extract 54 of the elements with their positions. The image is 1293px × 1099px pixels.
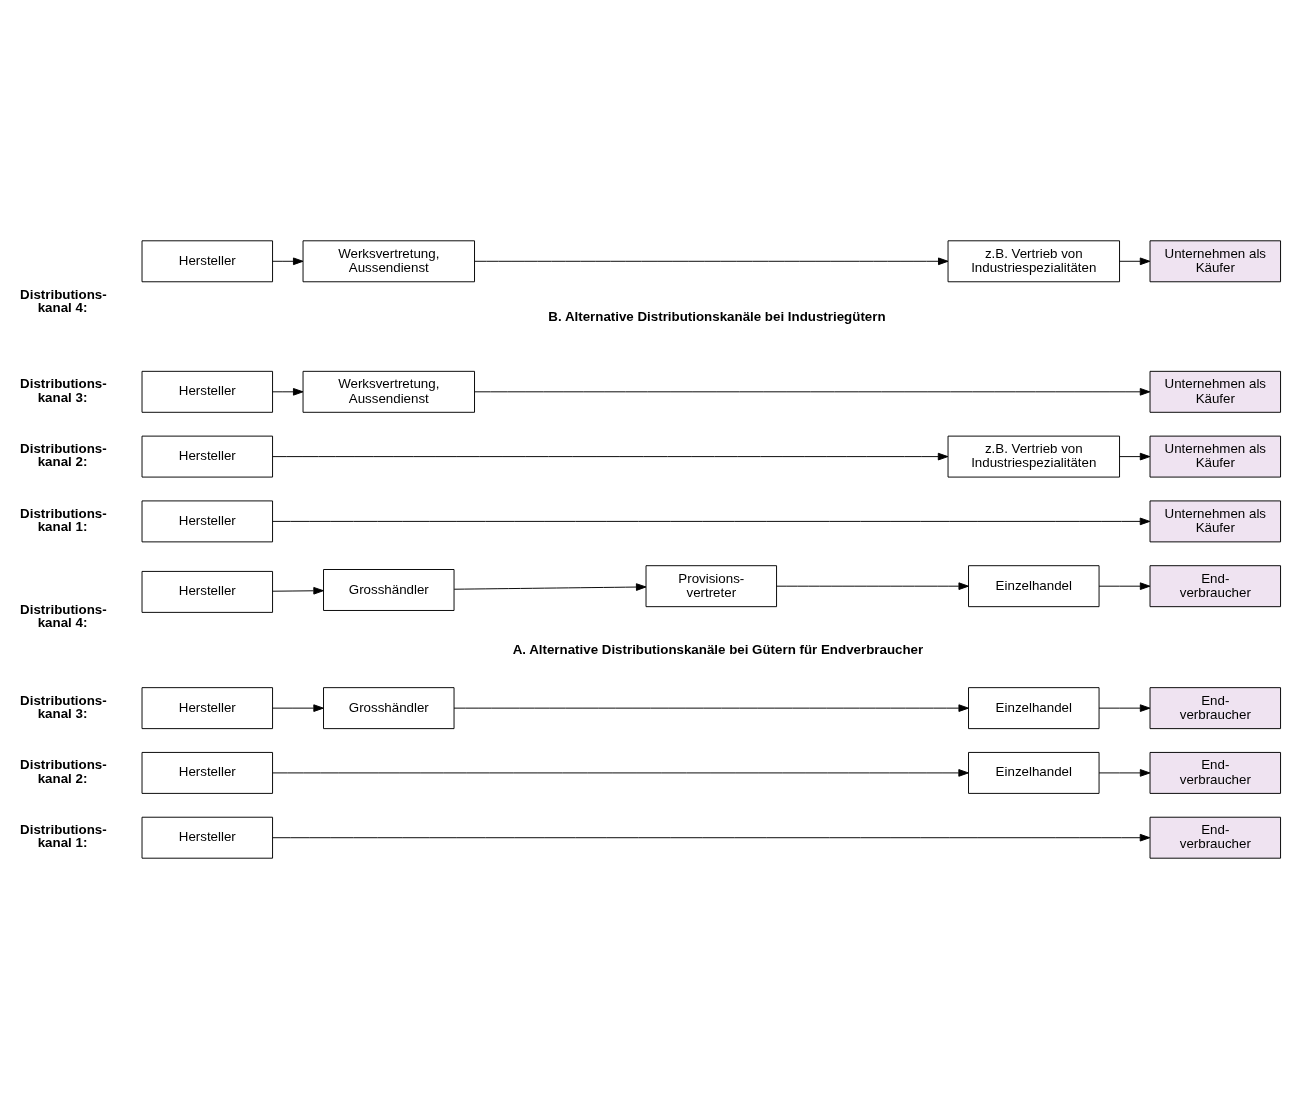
arrow (272, 517, 1151, 526)
node-box: Hersteller (141, 751, 274, 794)
arrow (776, 582, 969, 590)
arrow (272, 388, 304, 396)
node-box: Hersteller (141, 500, 274, 543)
arrow (272, 833, 1151, 842)
node-box: End- verbraucher (1149, 751, 1282, 794)
label: Distributions- kanal 4: (20, 602, 107, 631)
node-box: z.B. Vertrieb von Industriespezialitäten (947, 240, 1120, 283)
node-box: Hersteller (141, 240, 274, 283)
node-box: Werksvertretung, Aussendienst (302, 370, 475, 413)
label: Distributions- kanal 1: (20, 505, 107, 535)
arrow (272, 452, 949, 461)
label: Distributions- kanal 3: (20, 692, 107, 721)
node-box: Grosshändler (323, 687, 455, 730)
label: Distributions- kanal 4: (20, 286, 107, 315)
node-box: Unternehmen als Käufer (1149, 435, 1282, 478)
arrow (1098, 704, 1151, 712)
label: Distributions- kanal 3: (20, 376, 107, 405)
node-box: Provisions- vertreter (645, 565, 778, 608)
arrow (272, 257, 304, 266)
node-box: Einzelhandel (968, 565, 1100, 608)
arrow (1119, 257, 1151, 266)
label: B. Alternative Distributionskanäle bei Industriegütern (548, 309, 886, 325)
label: A. Alternative Distributionskanäle bei Gütern für Endverbraucher (512, 641, 924, 657)
node-box: Einzelhandel (968, 687, 1100, 730)
node-box: Werksvertretung, Aussendienst (302, 240, 475, 283)
arrow (272, 704, 324, 712)
arrow (453, 704, 969, 712)
arrow (474, 257, 949, 266)
arrow (1098, 769, 1151, 777)
arrow (474, 388, 1151, 396)
node-box: Hersteller (141, 370, 274, 413)
node-box: Hersteller (141, 816, 274, 859)
node-box: z.B. Vertrieb von Industriespezialitäten (947, 435, 1120, 478)
node-box: Hersteller (141, 687, 274, 730)
node-box: Hersteller (141, 570, 274, 613)
node-box: End- verbraucher (1149, 565, 1282, 608)
label: Distributions- kanal 2: (20, 757, 107, 786)
node-box: Unternehmen als Käufer (1149, 240, 1282, 283)
arrow (453, 583, 647, 591)
arrow (1098, 582, 1151, 590)
label: Distributions- kanal 2: (20, 440, 107, 470)
node-box: End- verbraucher (1149, 816, 1282, 859)
arrow (272, 586, 324, 595)
arrow (272, 769, 969, 777)
label: Distributions- kanal 1: (20, 822, 107, 851)
node-box: End- verbraucher (1149, 687, 1282, 730)
node-box: Unternehmen als Käufer (1149, 500, 1282, 543)
node-box: Hersteller (141, 435, 274, 478)
arrow (1119, 452, 1151, 461)
node-box: Unternehmen als Käufer (1149, 370, 1282, 413)
node-box: Grosshändler (323, 569, 455, 611)
node-box: Einzelhandel (968, 751, 1100, 794)
